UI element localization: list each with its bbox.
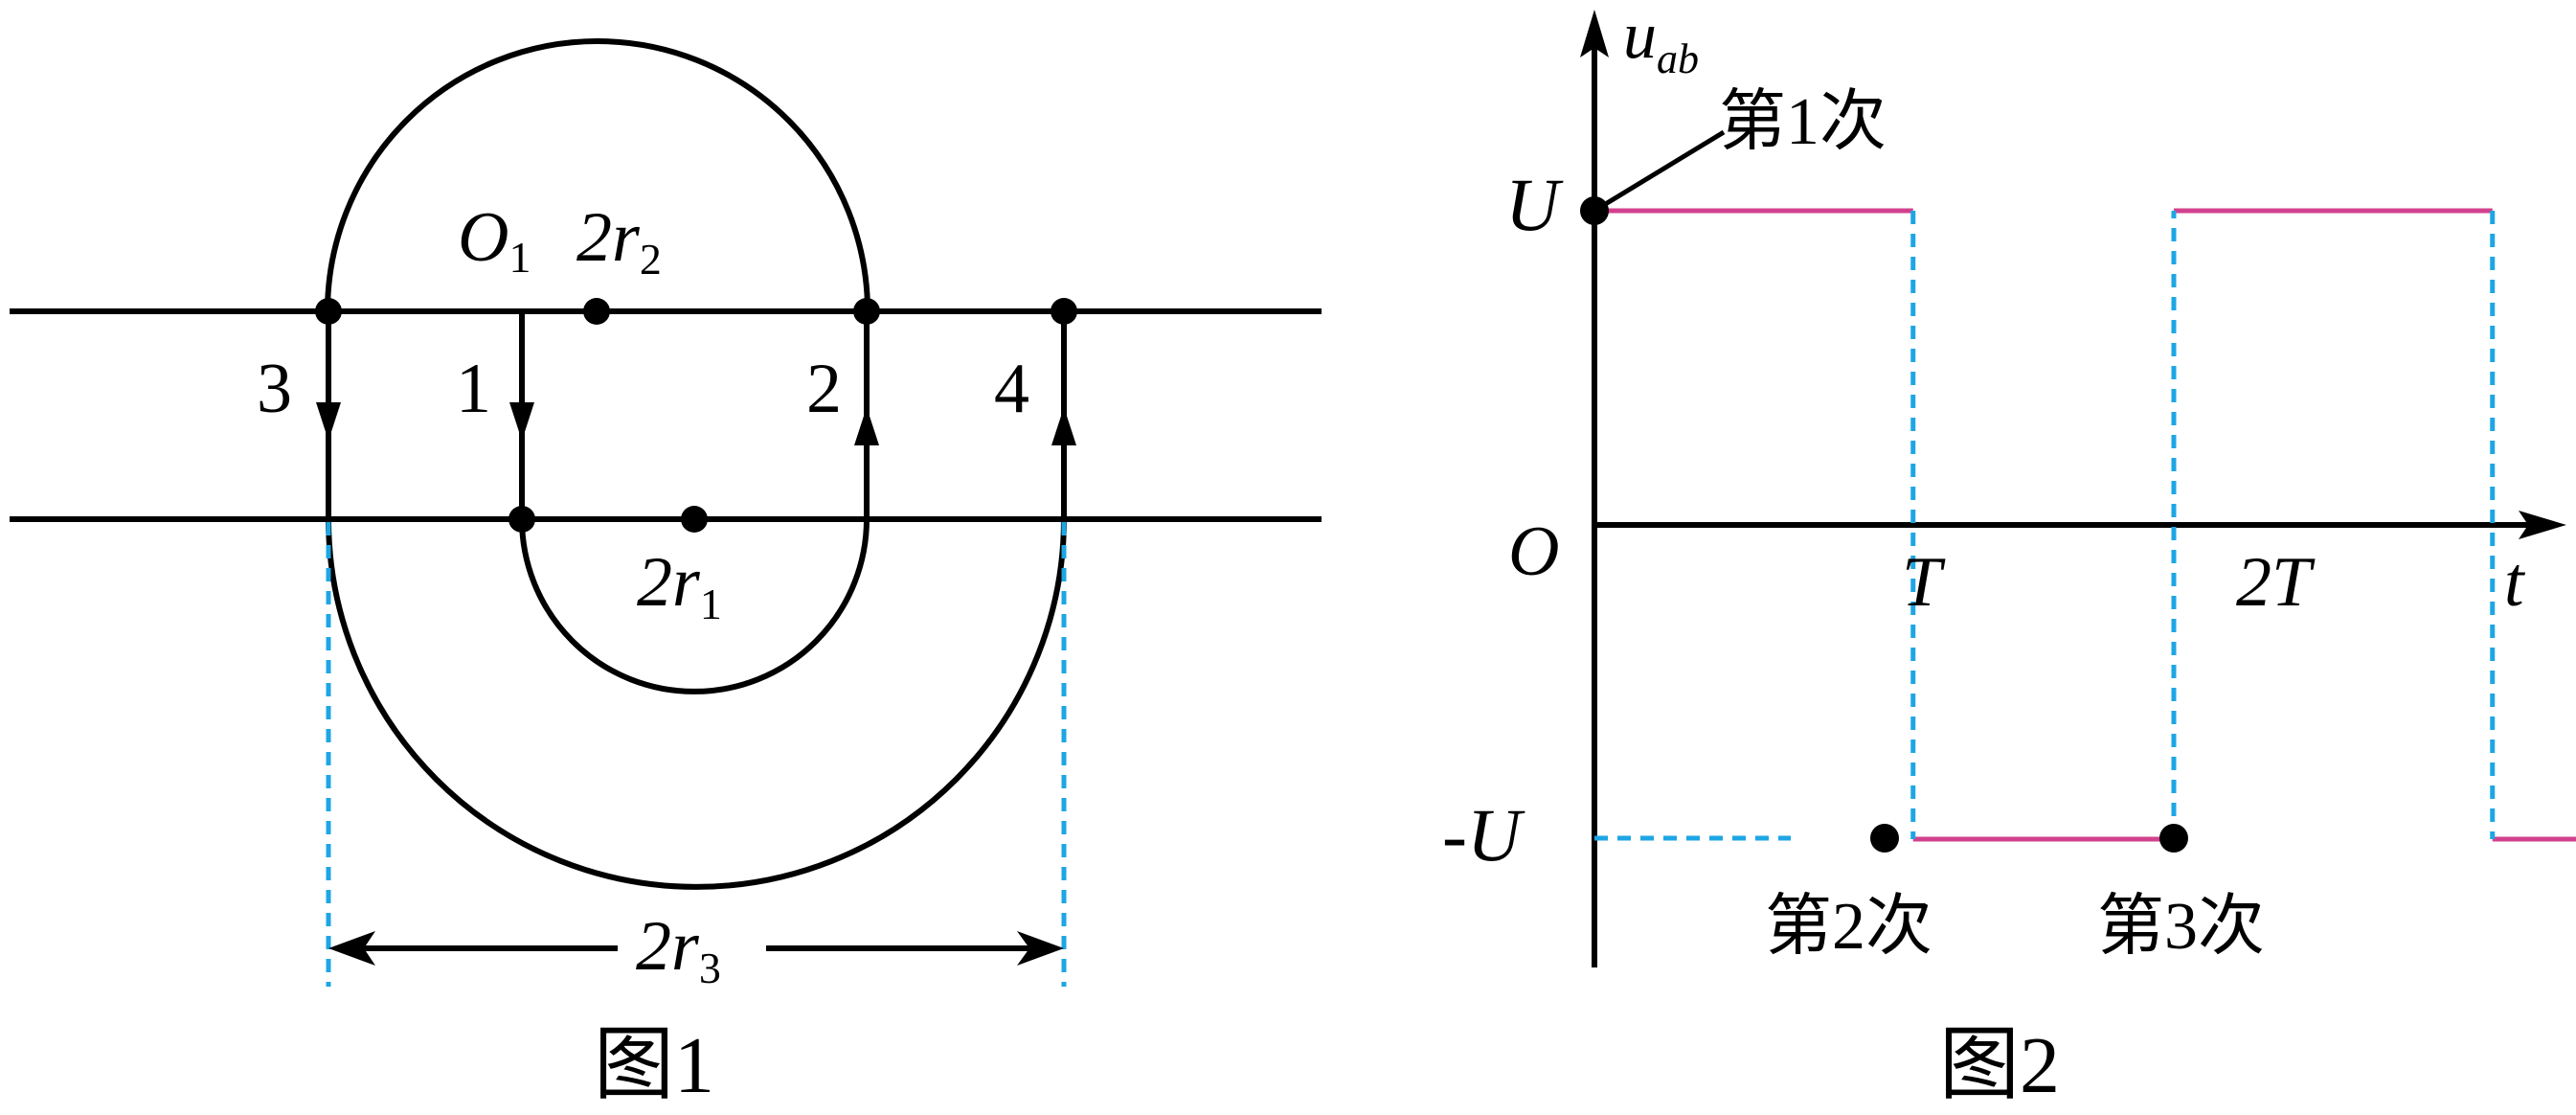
point-r2-center bbox=[583, 298, 610, 325]
center-o1-label: O1 bbox=[458, 198, 531, 282]
figure-2-axes bbox=[1592, 29, 2547, 967]
figure-2-labels: uab t O U -U T 2T 第1次 第2次 第3次 图2 bbox=[1442, 0, 2526, 1110]
r3-left-arrowhead bbox=[328, 931, 375, 966]
event-2-dot bbox=[1870, 824, 1899, 853]
path-label-4: 4 bbox=[994, 350, 1029, 428]
point-path2-top bbox=[853, 298, 880, 325]
event-2-label: 第2次 bbox=[1765, 890, 1932, 964]
neg-level-label: -U bbox=[1442, 793, 1525, 876]
tick-T-label: T bbox=[1902, 543, 1946, 622]
origin-label: O bbox=[1508, 512, 1559, 591]
lower-arc-r3 bbox=[326, 518, 1067, 890]
figure-1-dimension bbox=[326, 522, 1067, 987]
y-axis-label: uab bbox=[1623, 0, 1699, 82]
figure-1-arrows bbox=[316, 402, 1076, 445]
figure-1-caption: 图1 bbox=[594, 1021, 714, 1110]
square-wave-levels bbox=[1594, 208, 2576, 842]
r3-right-arrowhead bbox=[1017, 931, 1064, 966]
r2-label: 2r2 bbox=[576, 198, 662, 284]
path-3-down-arrow bbox=[316, 402, 341, 441]
figure-1-points bbox=[315, 298, 1077, 533]
figure-2-axis-arrows bbox=[1580, 10, 2566, 539]
figure-2-event-markers bbox=[1580, 196, 2188, 853]
figure-1 bbox=[10, 38, 1322, 890]
y-axis-arrowhead bbox=[1580, 10, 1609, 57]
point-path1-bottom bbox=[508, 506, 535, 533]
figure-2-caption: 图2 bbox=[1939, 1021, 2060, 1110]
upper-arc-r2 bbox=[325, 38, 870, 312]
pos-level-label: U bbox=[1505, 163, 1564, 246]
path-label-2: 2 bbox=[806, 350, 842, 428]
point-r1-center bbox=[681, 506, 708, 533]
event-3-label: 第3次 bbox=[2097, 890, 2265, 964]
event-1-leader bbox=[1593, 129, 1726, 214]
path-1-down-arrow bbox=[509, 402, 534, 441]
point-path3-top bbox=[315, 298, 342, 325]
path-2-up-arrow bbox=[854, 407, 879, 445]
point-path4-top bbox=[1051, 298, 1077, 325]
r1-label: 2r1 bbox=[637, 543, 722, 628]
r3-dimension-arrow bbox=[328, 931, 1064, 966]
path-label-1: 1 bbox=[456, 350, 491, 428]
figure-1-labels: O1 2r2 2r1 2r3 3 1 2 4 图1 bbox=[257, 198, 1029, 1110]
path-4-up-arrow bbox=[1051, 407, 1076, 445]
r2-label-main: 2r bbox=[576, 198, 641, 277]
x-axis-arrowhead bbox=[2519, 511, 2566, 539]
x-axis-label: t bbox=[2504, 543, 2526, 622]
lower-arc-r1 bbox=[519, 518, 870, 694]
tick-2T-label: 2T bbox=[2236, 543, 2316, 622]
path-label-3: 3 bbox=[257, 350, 292, 428]
square-wave-transitions bbox=[1910, 211, 2496, 839]
event-1-label: 第1次 bbox=[1719, 85, 1887, 159]
r3-label: 2r3 bbox=[636, 907, 721, 992]
event-3-dot bbox=[2159, 824, 2188, 853]
